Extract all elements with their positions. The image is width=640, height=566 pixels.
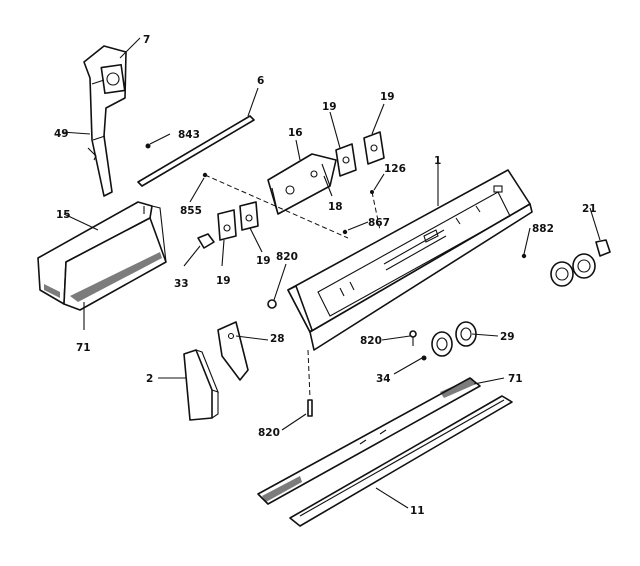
- callout-820-b: 820: [360, 335, 382, 347]
- clip-part-33: [197, 233, 215, 249]
- callout-19-a: 19: [216, 275, 231, 287]
- callout-71-left: 71: [76, 342, 91, 354]
- knob-pair-right: [550, 253, 596, 287]
- callout-19-b: 19: [256, 255, 271, 267]
- bracket-part-49: [83, 45, 127, 197]
- callout-820-a: 820: [276, 251, 298, 263]
- leader-lines: [61, 37, 601, 509]
- screw-34: [421, 355, 427, 361]
- callout-21: 21: [582, 203, 597, 215]
- callout-11: 11: [410, 505, 425, 517]
- screw-820-c: [307, 399, 313, 417]
- callout-71-right: 71: [508, 373, 523, 385]
- callout-843: 843: [178, 129, 200, 141]
- callout-49: 49: [54, 128, 69, 140]
- bracket-part-28: [217, 321, 249, 381]
- knob-part-21: [595, 239, 611, 257]
- assembly-line-2: [371, 191, 381, 231]
- end-trim-part-15: [37, 201, 167, 311]
- callout-18: 18: [328, 201, 343, 213]
- screw-820-b: [409, 330, 417, 346]
- control-housing-part-16: [267, 153, 337, 215]
- control-panel-part-1: [287, 169, 533, 351]
- rod-part-6: [137, 115, 255, 187]
- callout-33: 33: [174, 278, 189, 290]
- callout-19-c: 19: [322, 101, 337, 113]
- switch-right-b: [363, 131, 385, 165]
- assembly-line-3: [307, 349, 311, 399]
- callout-34: 34: [376, 373, 391, 385]
- callout-15: 15: [56, 209, 71, 221]
- callout-16: 16: [288, 127, 303, 139]
- switch-right-a: [335, 143, 357, 177]
- trim-strip-part-71: [257, 377, 481, 505]
- callout-882: 882: [532, 223, 554, 235]
- callout-29: 29: [500, 331, 515, 343]
- knob-pair-29: [431, 321, 477, 357]
- screw-867: [342, 229, 348, 235]
- callout-19-d: 19: [380, 91, 395, 103]
- callout-6: 6: [257, 75, 264, 87]
- switch-left-a: [217, 209, 237, 241]
- trim-strip-part-11: [289, 395, 513, 527]
- callout-867: 867: [368, 217, 390, 229]
- callout-126: 126: [384, 163, 406, 175]
- callout-2: 2: [146, 373, 153, 385]
- callout-28: 28: [270, 333, 285, 345]
- callout-7: 7: [143, 34, 150, 46]
- callout-820-c: 820: [258, 427, 280, 439]
- side-block-part-2: [183, 349, 219, 421]
- switch-left-b: [239, 201, 259, 231]
- screw-882: [521, 253, 527, 259]
- callout-855: 855: [180, 205, 202, 217]
- screw-820-a: [267, 299, 277, 309]
- callout-1: 1: [434, 155, 441, 167]
- screw-843: [145, 143, 151, 149]
- assembly-line-1: [204, 174, 349, 239]
